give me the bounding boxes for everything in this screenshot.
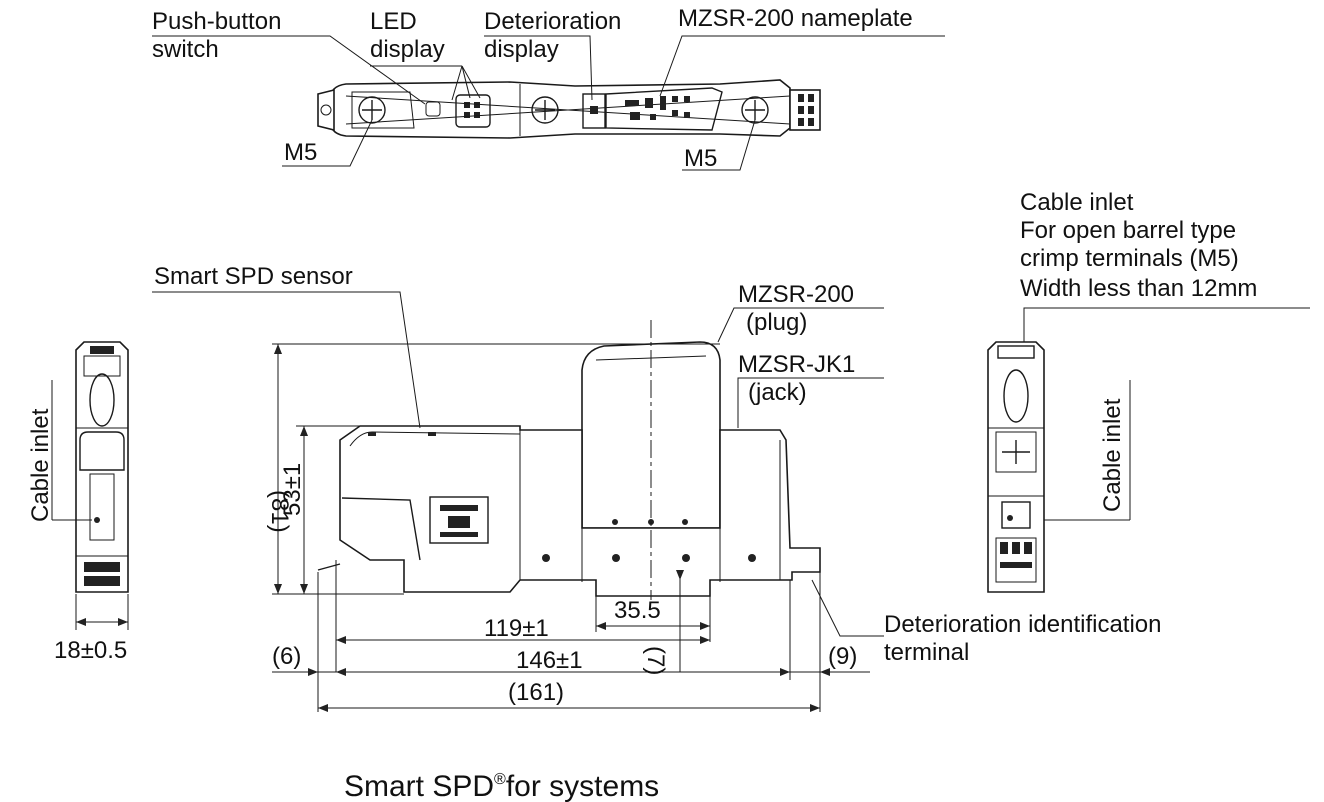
label-cable-inlet-note-2: For open barrel type	[1020, 217, 1236, 244]
label-deterioration: Deterioration	[484, 8, 621, 35]
dim-35-5: 35.5	[614, 597, 661, 624]
dim-6: (6)	[272, 643, 301, 670]
dim-9: (9)	[828, 643, 857, 670]
mzsr-jk1-jack-body	[339, 425, 821, 597]
push-button-switch-icon	[425, 101, 441, 117]
label-led-display: display	[370, 36, 445, 63]
right-labels: Cable inlet For open barrel type crimp t…	[1020, 189, 1257, 512]
led-display-icon	[455, 94, 491, 128]
label-push-button: Push-button	[152, 8, 281, 35]
label-cable-inlet-note-1: Cable inlet	[1020, 189, 1134, 216]
m5-screw-left-icon	[358, 96, 386, 124]
front-labels: Smart SPD sensor MZSR-200 (plug) MZSR-JK…	[154, 263, 1162, 706]
dim-146: 146±1	[516, 647, 583, 674]
caption-main: Smart SPD	[344, 770, 494, 802]
label-led: LED	[370, 8, 417, 35]
label-cable-inlet-note-3: crimp terminals (M5)	[1020, 245, 1239, 272]
label-jack: (jack)	[748, 379, 807, 406]
smart-spd-nameplate-icon	[429, 496, 489, 544]
dim-53: 53±1	[279, 463, 306, 516]
m5-screw-right-icon	[741, 96, 769, 124]
label-cable-inlet-right: Cable inlet	[1099, 398, 1126, 512]
dim-119: 119±1	[484, 615, 549, 642]
front-dimensions	[272, 343, 870, 712]
label-mzsr-200: MZSR-200	[738, 281, 854, 308]
label-deterioration-display: display	[484, 36, 559, 63]
top-view	[152, 35, 945, 171]
caption-registered: ®	[494, 771, 506, 788]
label-mzsr-jk1: MZSR-JK1	[738, 351, 855, 378]
label-smart-spd-sensor: Smart SPD sensor	[154, 263, 353, 290]
front-side-view	[152, 291, 1310, 637]
dim-81: (81)	[266, 490, 293, 533]
label-deterioration-identification: Deterioration identification	[884, 611, 1162, 638]
caption-tail: for systems	[506, 770, 659, 802]
m5-screw-middle-icon	[531, 96, 559, 124]
right-end-view	[987, 341, 1045, 593]
label-m5-left: M5	[284, 139, 317, 166]
label-terminal: terminal	[884, 639, 969, 666]
top-view-labels: Push-button switch LED display Deteriora…	[152, 5, 913, 172]
label-plug: (plug)	[746, 309, 807, 336]
label-cable-inlet-note-4: Width less than 12mm	[1020, 275, 1257, 302]
label-m5-right: M5	[684, 145, 717, 172]
dim-161: (161)	[508, 679, 564, 706]
mzsr-200-nameplate-icon	[605, 87, 723, 131]
deterioration-display-icon	[582, 93, 606, 129]
label-nameplate: MZSR-200 nameplate	[678, 5, 913, 32]
label-cable-inlet-left: Cable inlet	[27, 408, 54, 522]
dim-18: 18±0.5	[54, 637, 127, 664]
dim-7: (7)	[642, 646, 669, 675]
caption: Smart SPD®for systems	[344, 770, 659, 802]
left-end-view	[51, 341, 129, 630]
label-switch: switch	[152, 36, 219, 63]
